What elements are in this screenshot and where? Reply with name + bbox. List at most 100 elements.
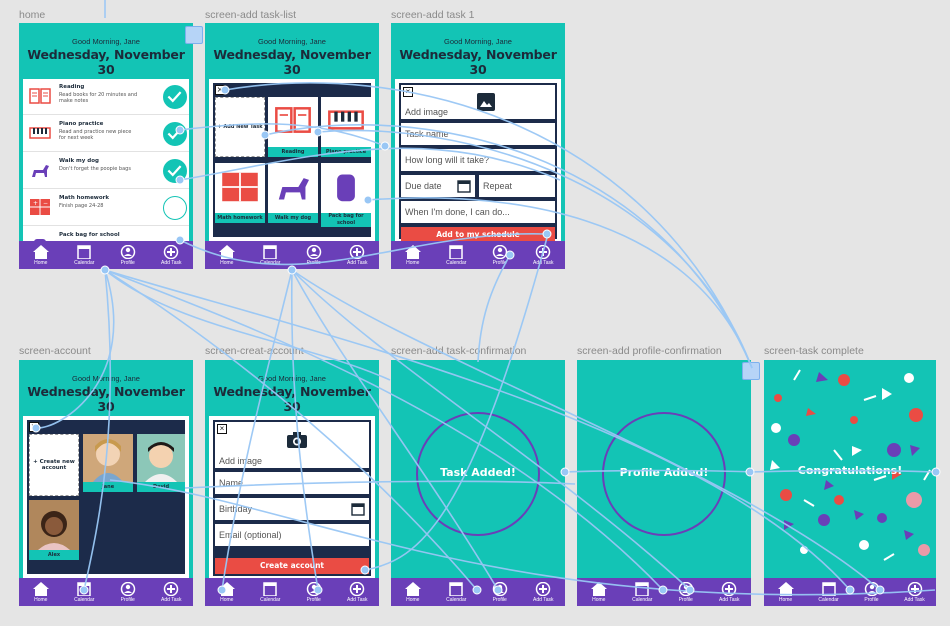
add-task-1-frame[interactable]: Good Morning, Jane Wednesday, November 3… (391, 23, 565, 269)
repeat-input[interactable]: Repeat (479, 175, 555, 197)
nav-add-task[interactable]: Add Task (337, 245, 377, 266)
frame-label-add-task-1[interactable]: screen-add task 1 (391, 9, 475, 21)
duration-input[interactable]: How long will it take? (401, 149, 555, 171)
account-panel: × + Create new account Jane David Alex (23, 416, 189, 578)
profile-added-text: Profile Added! (619, 466, 709, 479)
nav-home[interactable]: Home (21, 582, 61, 603)
frame-label-task-complete[interactable]: screen-task complete (764, 345, 864, 357)
name-input[interactable]: Name (215, 472, 369, 494)
date-title: Wednesday, November 30 (27, 47, 185, 77)
due-date-input[interactable]: Due date (401, 175, 475, 197)
reward-input[interactable]: When I'm done, I can do... (401, 201, 555, 223)
birthday-input[interactable]: Birthday (215, 498, 369, 520)
nav-add-task[interactable]: Add Task (151, 245, 191, 266)
create-account-button[interactable]: Create account (215, 558, 369, 574)
calendar-icon (449, 582, 463, 596)
flow-start-icon[interactable] (185, 26, 203, 44)
tile-bag[interactable] (321, 163, 371, 213)
close-icon[interactable]: × (29, 422, 39, 432)
check-icon[interactable] (163, 85, 187, 109)
dog-icon (278, 178, 309, 200)
nav-home[interactable]: Home (393, 245, 433, 266)
nav-profile[interactable]: Profile (108, 245, 148, 266)
tile-math[interactable] (215, 163, 265, 213)
tile-piano[interactable] (321, 97, 371, 147)
add-task-list-frame[interactable]: Good Morning, Jane Wednesday, November 3… (205, 23, 379, 269)
tile-reading[interactable] (268, 97, 318, 147)
add-new-task-tile[interactable]: + Add New Task (215, 97, 265, 157)
nav-calendar[interactable]: Calendar (250, 582, 290, 603)
nav-home[interactable]: Home (207, 245, 247, 266)
nav-calendar[interactable]: Calendar (64, 245, 104, 266)
home-icon (32, 582, 49, 596)
task-complete-frame[interactable]: Congratulations! Home Calendar Profile A… (764, 360, 936, 606)
frame-label-account[interactable]: screen-account (19, 345, 91, 357)
nav-add-task[interactable]: Add Task (337, 582, 377, 603)
nav-calendar[interactable]: Calendar (436, 245, 476, 266)
nav-calendar[interactable]: Calendar (64, 582, 104, 603)
nav-home[interactable]: Home (766, 582, 806, 603)
task-row-piano[interactable]: Piano practice Read and practice new pie… (23, 116, 189, 152)
check-icon[interactable] (163, 159, 187, 183)
task-confirmation-frame[interactable]: Task Added! Home Calendar Profile Add Ta… (391, 360, 565, 606)
avatar[interactable] (83, 434, 133, 482)
task-row-reading[interactable]: Reading Read books for 20 minutes and ma… (23, 79, 189, 115)
nav-profile[interactable]: Profile (480, 582, 520, 603)
check-circle[interactable] (163, 196, 187, 220)
plus-icon (164, 582, 179, 596)
book-icon (29, 88, 51, 104)
avatar[interactable] (137, 434, 185, 482)
close-icon[interactable]: × (403, 87, 413, 97)
email-input[interactable]: Email (optional) (215, 524, 369, 546)
profile-icon (306, 582, 321, 596)
home-frame[interactable]: Good Morning, Jane Wednesday, November 3… (19, 23, 193, 269)
task-row-math[interactable]: +− Math homework Finish page 24-28 (23, 190, 189, 226)
greeting: Good Morning, Jane (444, 37, 512, 46)
frame-label-add-task-list[interactable]: screen-add task-list (205, 9, 297, 21)
nav-profile[interactable]: Profile (852, 582, 892, 603)
profile-confirmation-frame[interactable]: Profile Added! Home Calendar Profile Add… (577, 360, 751, 606)
tile-dog[interactable] (268, 163, 318, 213)
nav-add-task[interactable]: Add Task (895, 582, 935, 603)
tile-label: Walk my dog (268, 213, 318, 223)
nav-calendar[interactable]: Calendar (250, 245, 290, 266)
nav-profile[interactable]: Profile (108, 582, 148, 603)
nav-profile[interactable]: Profile (666, 582, 706, 603)
plus-icon (536, 582, 551, 596)
nav-home[interactable]: Home (21, 245, 61, 266)
frame-label-profile-confirmation[interactable]: screen-add profile-confirmation (577, 345, 722, 357)
nav-add-task[interactable]: Add Task (523, 245, 563, 266)
check-icon[interactable] (163, 122, 187, 146)
nav-add-task[interactable]: Add Task (151, 582, 191, 603)
task-added-text: Task Added! (440, 466, 516, 479)
task-grid: × + Add New Task Reading Piano practice … (213, 83, 371, 237)
nav-add-task[interactable]: Add Task (709, 582, 749, 603)
nav-calendar[interactable]: Calendar (436, 582, 476, 603)
nav-home[interactable]: Home (393, 582, 433, 603)
nav-home[interactable]: Home (579, 582, 619, 603)
account-frame[interactable]: Good Morning, Jane Wednesday, November 3… (19, 360, 193, 606)
avatar-image (137, 434, 185, 482)
add-image-field[interactable]: × Add image (401, 85, 555, 119)
task-row-dog[interactable]: Walk my dog Don't forget the poopie bags (23, 153, 189, 189)
calendar-icon (77, 245, 91, 259)
task-name-input[interactable]: Task name (401, 123, 555, 145)
nav-calendar[interactable]: Calendar (809, 582, 849, 603)
avatar[interactable] (29, 500, 79, 550)
add-image-field[interactable]: × Add image (215, 422, 369, 468)
close-icon[interactable]: × (215, 85, 225, 95)
nav-profile[interactable]: Profile (480, 245, 520, 266)
nav-home[interactable]: Home (207, 582, 247, 603)
frame-label-home[interactable]: home (19, 9, 46, 21)
create-account-tile[interactable]: + Create new account (29, 434, 79, 496)
frame-label-task-confirmation[interactable]: screen-add task-confirmation (391, 345, 527, 357)
close-icon[interactable]: × (217, 424, 227, 434)
nav-add-task[interactable]: Add Task (523, 582, 563, 603)
task-name: Pack bag for school (59, 232, 120, 238)
flow-start-icon[interactable] (742, 362, 760, 380)
nav-profile[interactable]: Profile (294, 245, 334, 266)
nav-calendar[interactable]: Calendar (622, 582, 662, 603)
nav-profile[interactable]: Profile (294, 582, 334, 603)
create-account-frame[interactable]: Good Morning, Jane Wednesday, November 3… (205, 360, 379, 606)
frame-label-creat-account[interactable]: screen-creat-account (205, 345, 304, 357)
